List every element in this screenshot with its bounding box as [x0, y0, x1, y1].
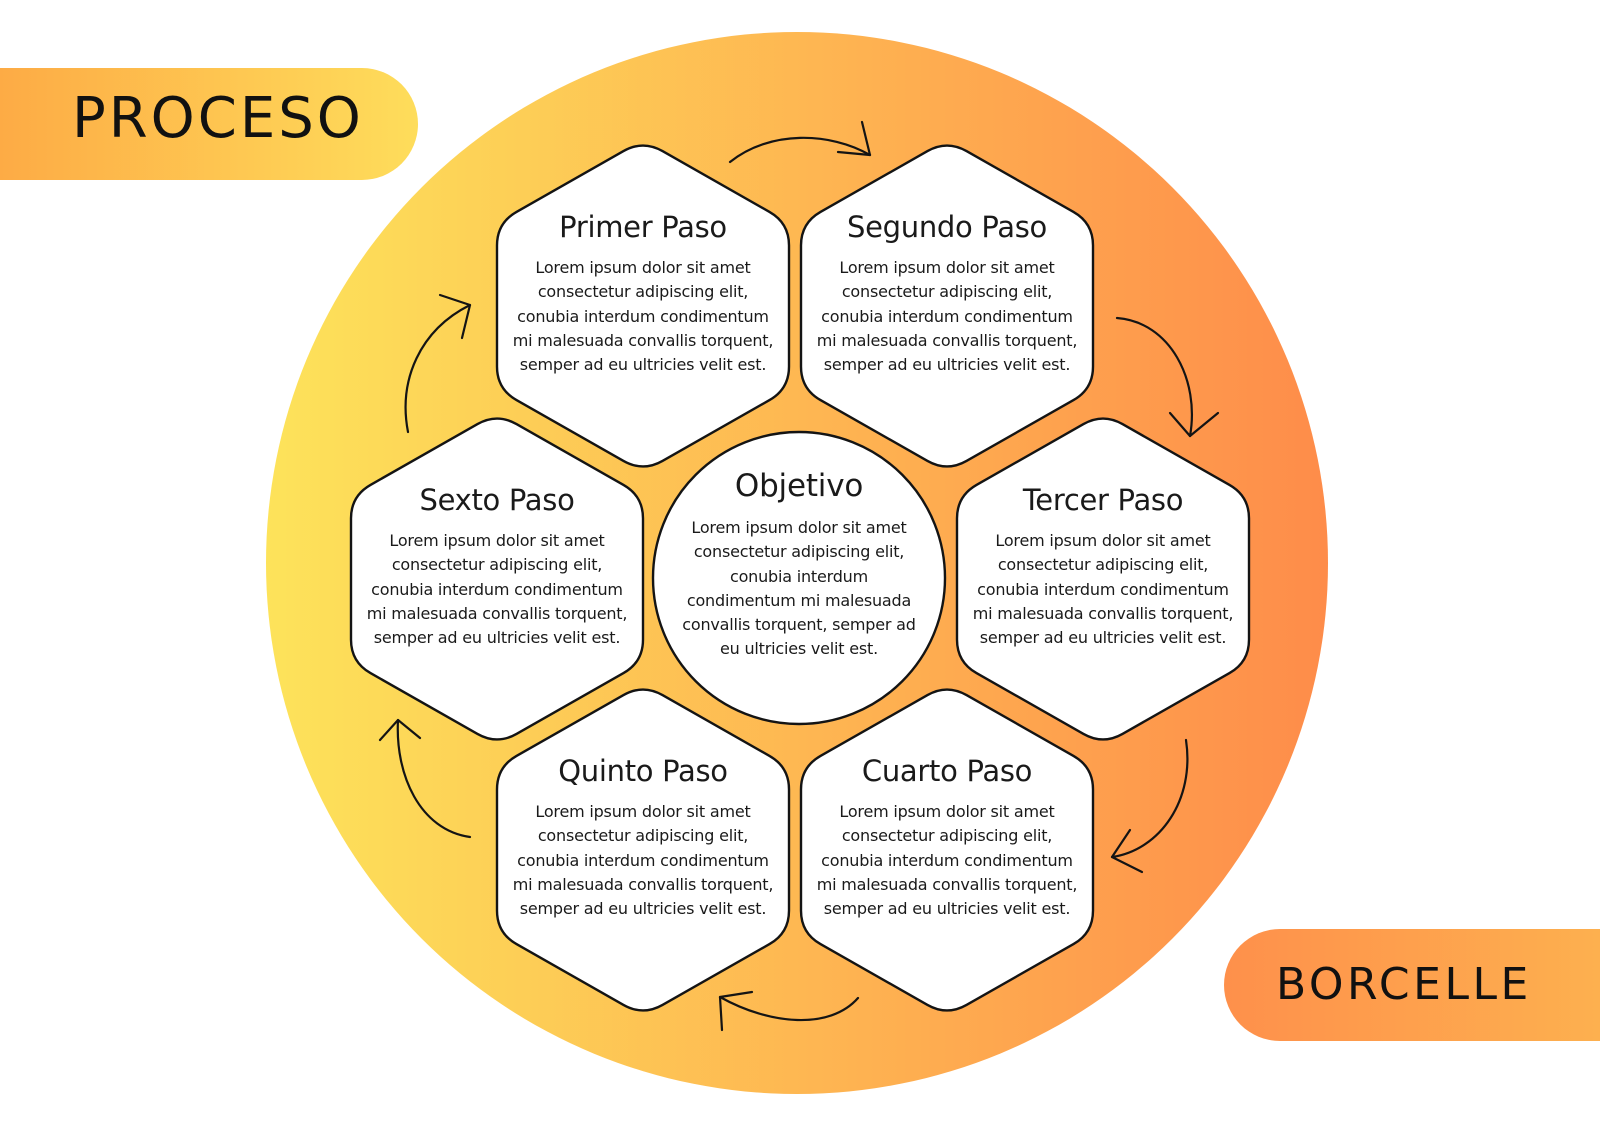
step-description: Lorem ipsum dolor sit amet consectetur a… [512, 258, 774, 375]
arrow-head-icon [1168, 411, 1220, 438]
step-title: Cuarto Paso [861, 754, 1033, 788]
arrow-curve [728, 136, 872, 164]
step-description: Lorem ipsum dolor sit amet consectetur a… [366, 531, 628, 648]
arrow-step-3-to-4 [1110, 738, 1189, 874]
arrow-head-icon [1110, 828, 1144, 874]
objective-description: Lorem ipsum dolor sit amet consectetur a… [682, 518, 916, 659]
brand-banner [1224, 929, 1600, 1041]
arrow-curve [404, 303, 472, 434]
step-title: Tercer Paso [1022, 483, 1184, 517]
arrow-curve [1110, 738, 1189, 859]
arrow-head-icon [378, 718, 422, 742]
arrow-head-icon [718, 990, 754, 1032]
arrow-step-2-to-3 [1115, 316, 1220, 438]
arrow-step-6-to-1 [404, 293, 472, 434]
step-description: Lorem ipsum dolor sit amet consectetur a… [972, 531, 1234, 648]
brand-name: BORCELLE [1276, 959, 1532, 1010]
hexagon-step-6 [349, 417, 645, 741]
arrow-head-icon [836, 120, 872, 157]
arrow-curve [718, 995, 860, 1022]
arrow-step-5-to-6 [378, 718, 472, 839]
arrow-step-4-to-5 [718, 990, 860, 1032]
step-description: Lorem ipsum dolor sit amet consectetur a… [816, 258, 1078, 375]
objective-circle [651, 430, 947, 726]
step-title: Quinto Paso [558, 754, 728, 788]
hexagon-step-2 [799, 144, 1095, 468]
step-title: Sexto Paso [419, 483, 575, 517]
arrow-head-icon [438, 293, 472, 340]
step-description: Lorem ipsum dolor sit amet consectetur a… [512, 802, 774, 919]
arrow-curve [1115, 316, 1193, 438]
hexagon-step-5 [495, 688, 791, 1012]
arrow-step-1-to-2 [728, 120, 872, 164]
step-title: Segundo Paso [847, 210, 1047, 244]
hexagon-step-4 [799, 688, 1095, 1012]
page-title: PROCESO [72, 86, 364, 151]
step-title: Primer Paso [559, 210, 727, 244]
hexagon-step-1 [495, 144, 791, 468]
step-description: Lorem ipsum dolor sit amet consectetur a… [816, 802, 1078, 919]
arrow-curve [396, 718, 472, 839]
title-banner [0, 68, 418, 180]
objective-title: Objetivo [734, 468, 864, 504]
hexagon-step-3 [955, 417, 1251, 741]
